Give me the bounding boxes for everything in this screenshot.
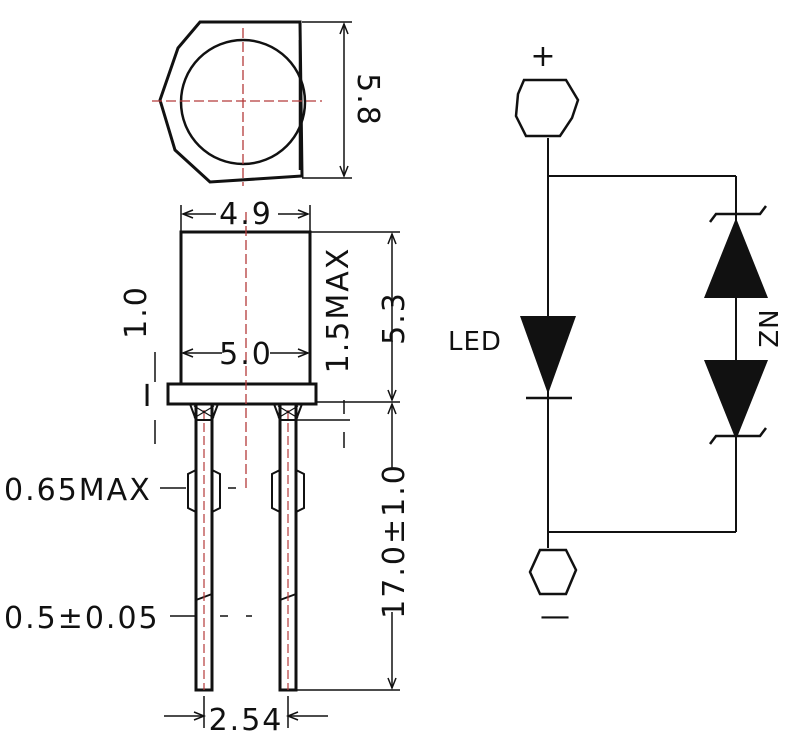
side-view-leads: [160, 403, 328, 728]
body-width-label: 4.9: [219, 197, 273, 232]
plus-label: +: [530, 39, 557, 74]
top-view: [152, 20, 352, 186]
lead-thickness-label: 0.65MAX: [4, 473, 152, 508]
zener-diode-lower: [704, 360, 768, 440]
minus-label: —: [540, 599, 572, 634]
led-diode-symbol: [520, 316, 576, 394]
flange-width-label: 5.0: [219, 337, 273, 372]
led-label: LED: [448, 327, 502, 357]
side-view: [154, 205, 400, 691]
side-view-flange: [166, 382, 318, 406]
lead-length-label: 17.0±1.0: [377, 463, 412, 619]
max-offset-label: 1.5MAX: [321, 247, 356, 374]
dome-height-label: 1.0: [119, 285, 154, 339]
body-height-label: 5.3: [377, 291, 412, 345]
lead-pitch-label: 2.54: [209, 703, 284, 738]
zener-diode-upper: [704, 218, 768, 298]
minus-terminal: [528, 548, 578, 596]
plus-terminal: [514, 78, 580, 138]
top-view-width-label: 5.8: [350, 73, 385, 127]
flange-marker-label: I: [143, 379, 154, 414]
zener-label: ZN: [755, 308, 785, 347]
lead-width-label: 0.5±0.05: [4, 601, 160, 636]
